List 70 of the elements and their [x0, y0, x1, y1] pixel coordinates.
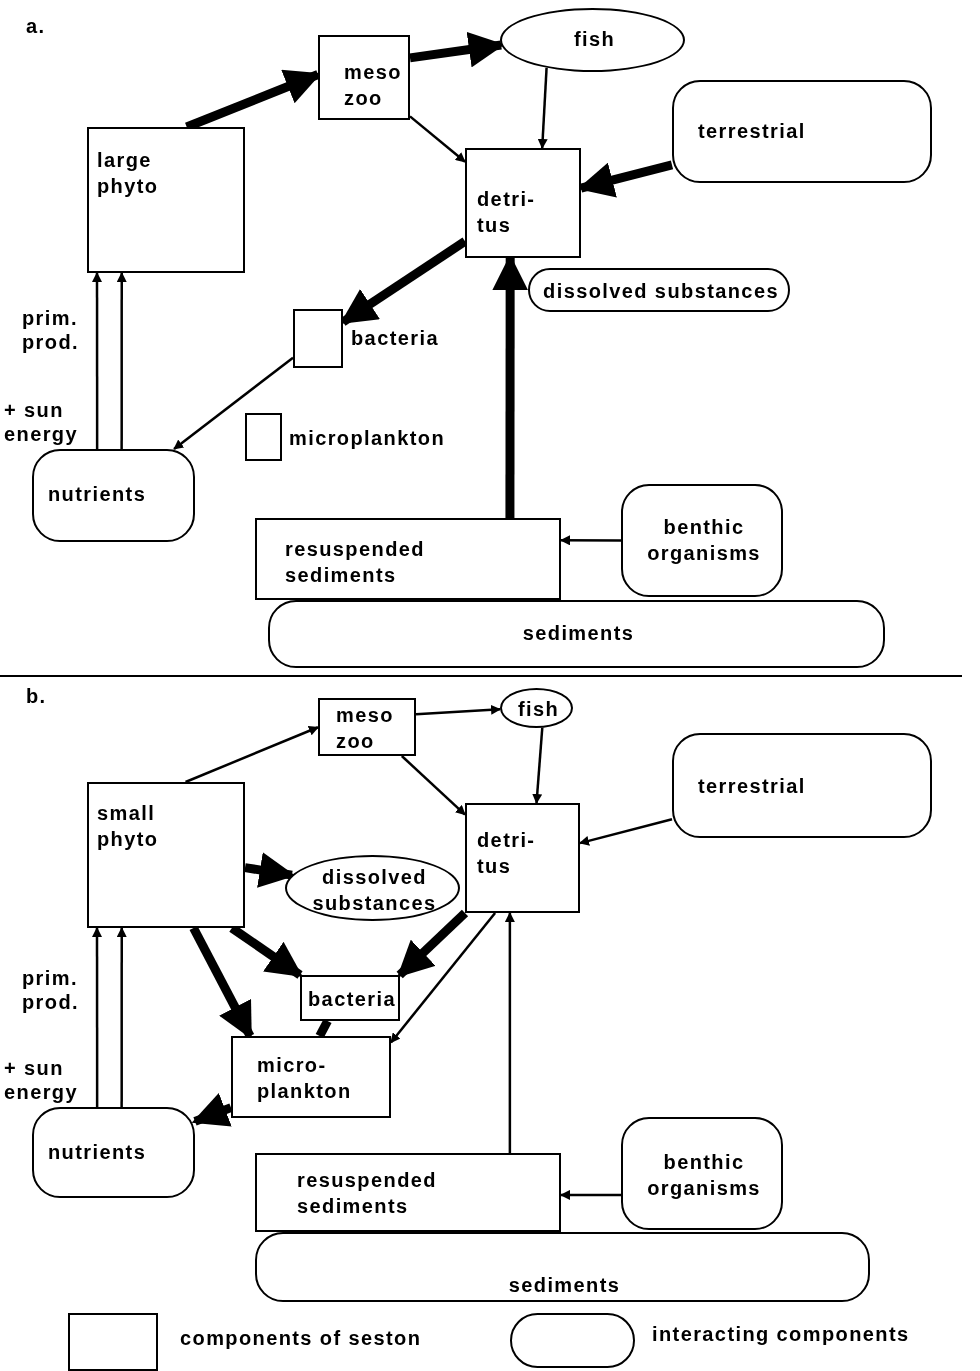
- component-box: [465, 148, 581, 258]
- node-label: benthic organisms: [646, 515, 762, 566]
- arrow: [92, 927, 102, 1107]
- annotation-text: prim. prod.: [22, 306, 80, 354]
- annotation-text: + sun energy: [4, 398, 79, 446]
- node-label: large phyto: [97, 148, 160, 199]
- node-label: bacteria: [308, 987, 397, 1012]
- interacting-component: [32, 1107, 195, 1198]
- arrow: [244, 852, 296, 888]
- interacting-component: [621, 1117, 783, 1230]
- component-box: [87, 782, 245, 928]
- node-label: detri- tus: [477, 828, 537, 879]
- component-box: [318, 698, 416, 756]
- arrow: [532, 727, 544, 804]
- arrow: [92, 272, 102, 449]
- node-label: small phyto: [97, 801, 160, 852]
- arrow: [116, 272, 127, 449]
- node-label: terrestrial: [698, 119, 807, 144]
- arrow: [504, 912, 515, 1153]
- node-label: nutrients: [48, 1140, 148, 1165]
- panel-letter: b.: [26, 684, 48, 708]
- interacting-component: [672, 80, 932, 183]
- arrow: [537, 67, 548, 149]
- component-box: [300, 975, 400, 1021]
- component-box: [318, 35, 410, 120]
- arrow: [560, 1189, 621, 1200]
- component-box: [231, 1036, 391, 1118]
- interacting-component: [268, 600, 885, 668]
- node-label: sediments: [507, 1273, 622, 1298]
- arrow: [191, 1092, 233, 1127]
- interacting-component: [621, 484, 783, 597]
- arrow: [415, 704, 502, 716]
- node-label: resuspended sediments: [285, 537, 426, 588]
- node-label: meso zoo: [336, 703, 395, 754]
- node-label: sediments: [521, 621, 636, 646]
- node-label: fish: [572, 27, 617, 52]
- arrow: [390, 912, 497, 1044]
- interacting-component: [32, 449, 195, 542]
- interacting-component: [528, 268, 790, 312]
- component-box: [255, 518, 561, 600]
- node-label: resuspended sediments: [297, 1168, 438, 1219]
- node-label: meso zoo: [344, 60, 403, 111]
- interacting-component: [255, 1232, 870, 1302]
- arrow: [116, 927, 127, 1107]
- node-label: microplankton: [289, 426, 446, 451]
- node-label: nutrients: [48, 482, 148, 507]
- arrow: [173, 356, 294, 450]
- node-label: bacteria: [351, 326, 440, 351]
- panel-letter: a.: [26, 14, 47, 38]
- arrow: [396, 909, 469, 979]
- annotation-text: + sun energy: [4, 1056, 79, 1104]
- legend-text: interacting components: [652, 1322, 910, 1346]
- node-label: terrestrial: [698, 774, 807, 799]
- node-label: benthic organisms: [646, 1150, 762, 1201]
- component-box: [87, 127, 245, 273]
- arrow: [400, 755, 466, 816]
- component-box: [465, 803, 580, 913]
- arrow: [560, 535, 621, 546]
- arrow: [409, 115, 466, 163]
- component-box: [255, 1153, 561, 1232]
- interacting-component: [672, 733, 932, 838]
- node-label: dissolved substances: [311, 865, 438, 916]
- node-label: micro- plankton: [257, 1053, 353, 1104]
- arrow: [579, 818, 673, 846]
- legend-text: components of seston: [180, 1326, 422, 1350]
- arrow: [185, 726, 319, 784]
- node-label: dissolved substances: [542, 279, 780, 304]
- node-label: fish: [516, 697, 561, 722]
- annotation-text: prim. prod.: [22, 966, 80, 1014]
- node-label: detri- tus: [477, 187, 537, 238]
